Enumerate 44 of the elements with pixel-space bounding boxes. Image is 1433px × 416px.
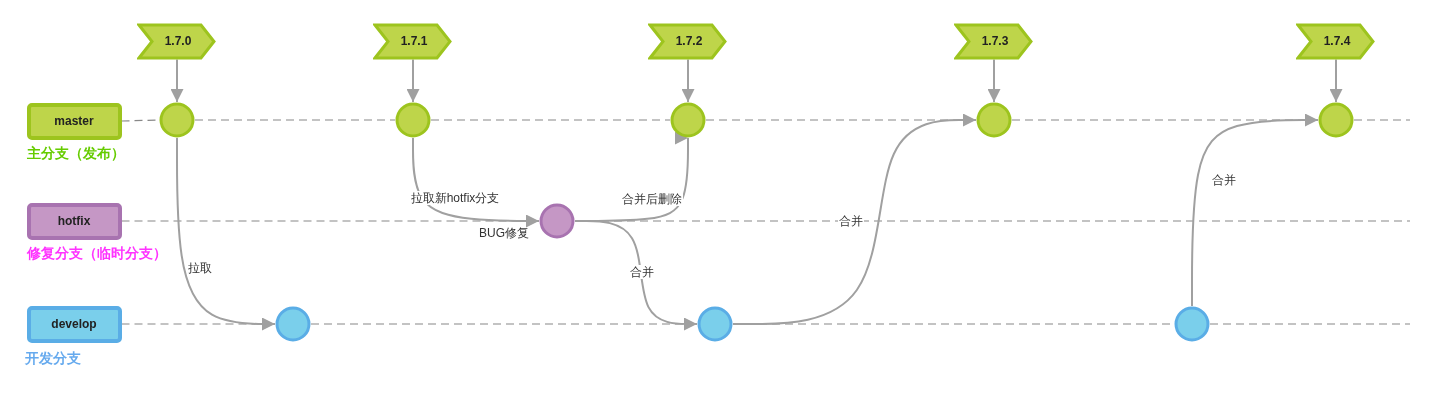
edge-label: 拉取 — [187, 261, 213, 275]
version-label: 1.7.3 — [981, 34, 1009, 48]
arrow — [732, 113, 977, 325]
branch-lane-line — [430, 119, 671, 121]
commit-circle — [395, 102, 431, 138]
commit-circle — [1174, 306, 1210, 342]
version-tag — [137, 22, 217, 60]
arrow — [574, 220, 698, 331]
edge-label: 合并 — [838, 214, 864, 228]
arrow — [1329, 58, 1343, 103]
commit-circle — [976, 102, 1012, 138]
commit-circle — [697, 306, 733, 342]
arrow — [170, 58, 184, 103]
commit-note: BUG修复 — [479, 225, 529, 242]
branch-lane-line — [194, 119, 396, 121]
arrow — [681, 58, 695, 103]
edge-label: 合并 — [1211, 173, 1237, 187]
arrow — [412, 137, 540, 228]
arrow — [176, 137, 276, 331]
version-tag — [373, 22, 453, 60]
version-label: 1.7.4 — [1323, 34, 1351, 48]
commit-circle — [1318, 102, 1354, 138]
edge-label: 拉取新hotfix分支 — [409, 191, 501, 205]
version-label: 1.7.1 — [400, 34, 428, 48]
version-tag — [954, 22, 1034, 60]
branch-name: hotfix — [57, 214, 91, 228]
branch-caption: 修复分支（临时分支） — [26, 244, 167, 263]
arrow — [1191, 113, 1319, 307]
commit-circle — [159, 102, 195, 138]
arrow — [987, 58, 1001, 103]
branch-caption: 主分支（发布） — [26, 144, 125, 163]
commit-circle — [670, 102, 706, 138]
version-tag — [1296, 22, 1376, 60]
commit-circle — [275, 306, 311, 342]
branch-name: master — [54, 114, 94, 128]
version-tag — [648, 22, 728, 60]
branch-caption: 开发分支 — [24, 349, 81, 368]
edge-label: 合并 — [629, 265, 655, 279]
branch-lane-line — [1353, 119, 1411, 121]
arrow — [406, 58, 420, 103]
branch-name: develop — [51, 317, 97, 331]
branch-lane-line — [1209, 323, 1411, 325]
version-label: 1.7.0 — [164, 34, 192, 48]
version-label: 1.7.2 — [675, 34, 703, 48]
